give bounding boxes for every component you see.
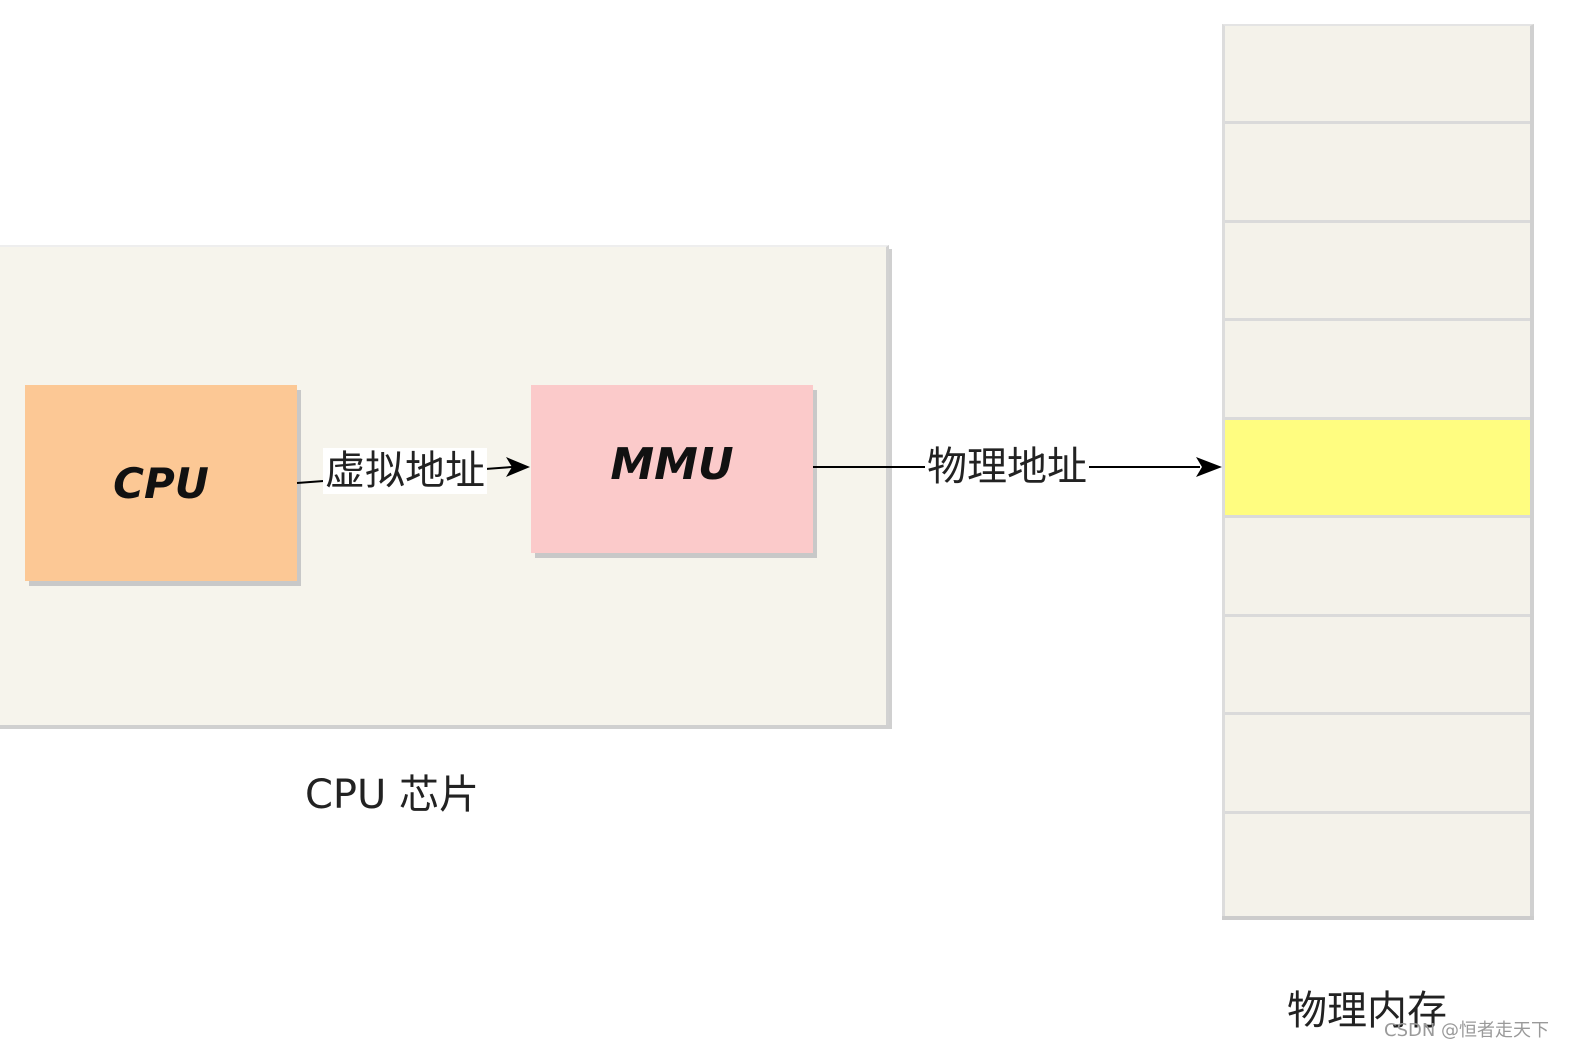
cpu-node-label: CPU	[113, 458, 209, 508]
physical-address-label: 物理地址	[925, 444, 1089, 490]
watermark-text: CSDN @恒者走天下	[1384, 1020, 1550, 1041]
virtual-address-label: 虚拟地址	[323, 448, 487, 494]
memory-row-highlighted	[1225, 419, 1530, 519]
memory-row	[1225, 814, 1530, 912]
cpu-node: CPU	[25, 385, 297, 581]
memory-row	[1225, 518, 1530, 617]
physical-memory-label: 物理内存	[1287, 988, 1447, 1034]
cpu-chip-label: CPU 芯片	[305, 772, 480, 818]
memory-row	[1225, 715, 1530, 814]
physical-memory-block	[1222, 24, 1534, 916]
mmu-node: MMU	[531, 385, 813, 553]
memory-row	[1225, 124, 1530, 223]
memory-row	[1225, 26, 1530, 125]
cpu-to-mmu-arrowhead	[506, 457, 530, 477]
memory-row	[1225, 321, 1530, 420]
memory-row	[1225, 617, 1530, 716]
mmu-to-memory-arrowhead	[1196, 457, 1222, 477]
memory-row	[1225, 223, 1530, 322]
mmu-node-label: MMU	[610, 438, 734, 490]
